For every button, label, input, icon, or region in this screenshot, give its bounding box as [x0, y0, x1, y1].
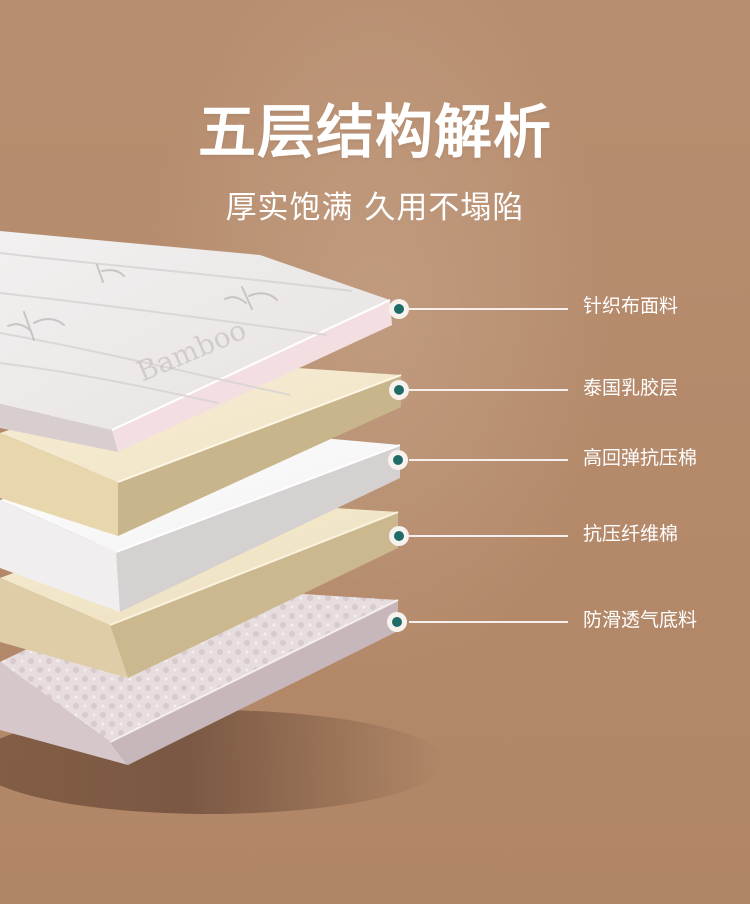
layer-knitted-fabric-side: [112, 300, 392, 452]
layer-bottom-mesh-front: [0, 662, 128, 765]
layer-fiber-cotton-edge: [109, 511, 399, 626]
callout-knitted-fabric: [389, 299, 568, 319]
layer-fiber-cotton-front: [0, 578, 128, 678]
page-title: 五层结构解析: [197, 98, 552, 166]
layer-knitted-fabric-front: [0, 404, 118, 452]
layer-knitted-fabric-top: [0, 231, 390, 430]
callout-bottom-mesh: [387, 612, 568, 632]
layer-bottom-mesh-side: [110, 600, 398, 765]
page-subtitle: 厚实饱满 久用不塌陷: [225, 190, 525, 226]
layer-fiber-cotton-side: [110, 512, 398, 678]
layer-label-bottom-mesh: 防滑透气底料: [583, 609, 698, 631]
layer-label-latex: 泰国乳胶层: [583, 377, 679, 399]
knitted-fabric-stitches: [0, 252, 353, 404]
callout-latex: [389, 380, 568, 400]
layer-latex-edge: [117, 374, 402, 483]
layer-resilience-foam-front: [0, 500, 120, 612]
layer-resilience-foam-side: [116, 445, 400, 612]
layer-label-fiber-cotton: 抗压纤维棉: [583, 523, 679, 545]
layer-knitted-fabric-edge: [111, 299, 391, 431]
bamboo-leaf-icons: [7, 264, 278, 341]
layer-label-knitted-fabric: 针织布面料: [583, 295, 679, 317]
callout-fiber-cotton: [389, 526, 568, 546]
layer-resilience-foam-edge: [115, 444, 401, 553]
layer-latex-top: [0, 362, 401, 482]
layer-latex-side: [118, 375, 401, 536]
callout-resilience-foam: [388, 450, 568, 470]
layer-bottom-mesh-edge: [109, 599, 399, 743]
layer-latex-front: [0, 433, 118, 536]
layer-label-resilience-foam: 高回弹抗压棉: [583, 447, 698, 469]
